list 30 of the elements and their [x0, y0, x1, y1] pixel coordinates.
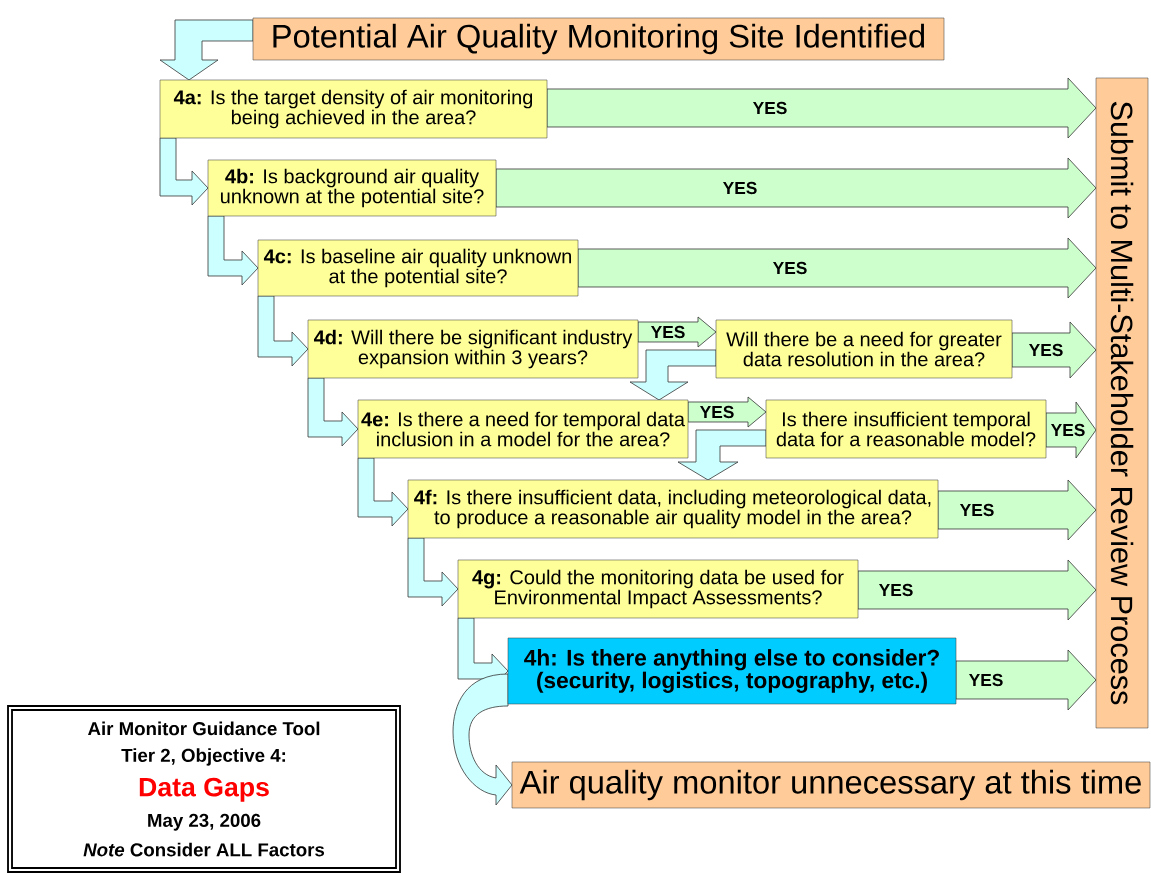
question-box: 4f: Is there insufficient data, including meteorological data, to produce a reasonable air quality model in the area? [407, 479, 939, 539]
block-arrow [307, 377, 359, 447]
title-block: Air Monitor Guidance Tool Tier 2, Objective 4: Data Gaps May 23, 2006 Note Consider ALL Factors [7, 705, 401, 873]
outcome-box: Submit to Multi-Stakeholder Review Process [1095, 77, 1149, 729]
outcome-box: Potential Air Quality Monitoring Site Identified [252, 17, 945, 61]
block-arrow [857, 559, 1097, 621]
question-box: 4a: Is the target density of air monitoring being achieved in the area? [159, 79, 548, 139]
question-box: Is there insufficient temporal data for a reasonable model? [765, 399, 1047, 459]
question-box: Will there be a need for greater data resolution in the area? [715, 319, 1013, 379]
block-arrow [407, 537, 459, 607]
block-arrow [629, 349, 717, 401]
block-arrow [937, 479, 1097, 541]
block-arrow [357, 457, 409, 527]
block-arrow [495, 157, 1097, 219]
question-box: 4b: Is background air quality unknown at the potential site? [207, 159, 497, 217]
question-box: 4h: Is there anything else to consider? (security, logistics, topography, etc.) [507, 637, 957, 705]
block-arrow [452, 673, 513, 806]
block-arrow [546, 77, 1097, 139]
question-box: 4d: Will there be significant industry expansion within 3 years? [307, 319, 639, 379]
question-box: 4e: Is there a need for temporal data inclusion in a model for the area? [357, 399, 689, 459]
block-arrow [207, 215, 259, 286]
block-arrow [677, 429, 767, 481]
outcome-box: Air quality monitor unnecessary at this time [511, 761, 1151, 809]
block-arrow [257, 295, 309, 367]
question-box: 4c: Is baseline air quality unknown at the potential site? [257, 239, 579, 297]
block-arrow [955, 649, 1097, 711]
block-arrow [577, 237, 1097, 299]
block-arrow [159, 19, 254, 81]
question-box: 4g: Could the monitoring data be used for Environmental Impact Assessments? [457, 559, 859, 619]
block-arrow [159, 137, 209, 206]
